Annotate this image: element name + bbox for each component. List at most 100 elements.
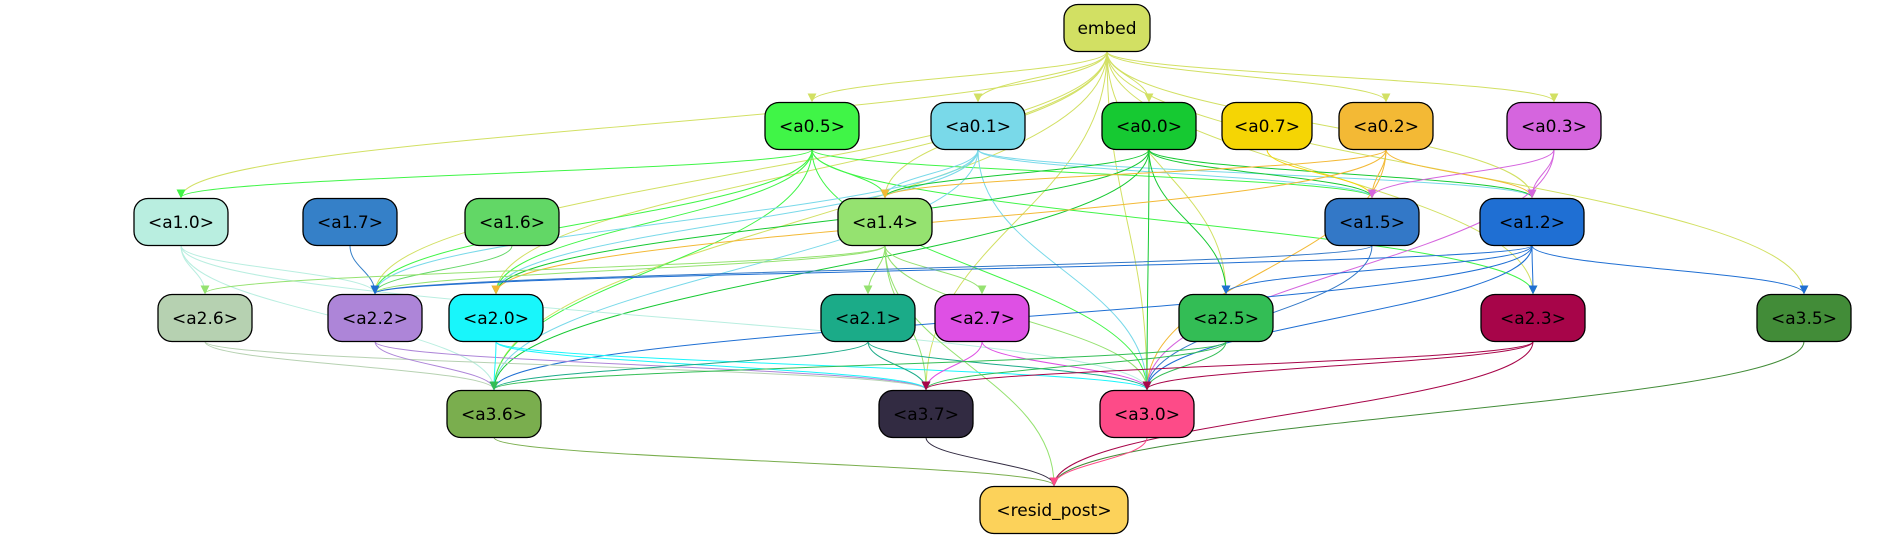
edge-a0-2-to-a2-0 [491, 149, 1387, 295]
node-box [327, 293, 423, 343]
edge-a0-5-to-a3-6 [489, 149, 813, 391]
node-a1-7[interactable]: <a1.7> [302, 197, 398, 247]
edge-embed-to-a1-0 [176, 51, 1108, 199]
node-a3-6[interactable]: <a3.6> [446, 389, 542, 439]
node-label: <a1.5> [1339, 213, 1405, 233]
node-a1-2[interactable]: <a1.2> [1479, 197, 1585, 247]
node-resid-post[interactable]: <resid_post> [979, 485, 1129, 535]
edge-a1-0-to-a2-2 [180, 245, 380, 295]
edge-a1-7-to-a2-2 [349, 245, 380, 295]
edge-a3-7-to-resid-post [925, 437, 1059, 487]
edge-a1-4-to-a2-6 [200, 245, 886, 295]
edge-a1-2-to-a3-0 [1142, 245, 1533, 391]
node-label: <a0.5> [779, 117, 845, 137]
edge-a2-6-to-a3-6 [204, 341, 499, 391]
node-box [1338, 101, 1434, 151]
nodes-layer: embed <a0.5> <a0.1> <a0.0> <a0.7> <a0.2> <a0.3… [133, 3, 1852, 535]
edge-a2-2-to-a3-7 [374, 341, 931, 391]
edge-embed-to-a1-2 [1106, 51, 1537, 199]
node-a3-5[interactable]: <a3.5> [1756, 293, 1852, 343]
edge-a0-5-to-a2-0 [491, 149, 813, 295]
node-box [979, 485, 1129, 535]
edge-embed-to-a2-0 [491, 51, 1108, 295]
node-a1-5[interactable]: <a1.5> [1324, 197, 1420, 247]
edge-a0-0-to-a2-5 [1148, 149, 1231, 295]
edge-a1-2-to-a2-2 [370, 245, 1533, 295]
node-box [448, 293, 544, 343]
edge-embed-to-a0-5 [807, 51, 1108, 103]
node-a2-1[interactable]: <a2.1> [820, 293, 916, 343]
node-label: <a2.2> [342, 309, 408, 329]
node-label: <a3.7> [893, 405, 959, 425]
edge-a1-2-to-a2-5 [1221, 245, 1533, 295]
node-label: <a3.6> [461, 405, 527, 425]
node-box [930, 101, 1026, 151]
node-a0-3[interactable]: <a0.3> [1506, 101, 1602, 151]
edge-a0-1-to-a1-5 [977, 149, 1377, 199]
node-a2-3[interactable]: <a2.3> [1480, 293, 1586, 343]
node-a0-1[interactable]: <a0.1> [930, 101, 1026, 151]
edge-a2-3-to-a3-7 [921, 341, 1534, 391]
node-box [133, 197, 229, 247]
edge-a0-2-to-a1-2 [1385, 149, 1537, 199]
edge-a2-5-to-a3-6 [489, 341, 1227, 391]
edge-a0-1-to-a2-0 [491, 149, 979, 295]
node-a0-7[interactable]: <a0.7> [1221, 101, 1313, 151]
node-label: <a1.4> [852, 213, 918, 233]
node-a1-4[interactable]: <a1.4> [837, 197, 933, 247]
edge-a2-0-to-a3-7 [495, 341, 931, 391]
node-box [878, 389, 974, 439]
node-a2-0[interactable]: <a2.0> [448, 293, 544, 343]
node-label: <a0.0> [1116, 117, 1182, 137]
edge-a0-5-to-a1-5 [811, 149, 1377, 199]
node-box [1063, 3, 1151, 53]
node-a1-6[interactable]: <a1.6> [464, 197, 560, 247]
edge-a2-3-to-a3-0 [1142, 341, 1534, 391]
node-a2-2[interactable]: <a2.2> [327, 293, 423, 343]
edge-a0-1-to-a2-2 [370, 149, 979, 295]
edge-a0-3-to-a1-5 [1367, 149, 1555, 199]
node-box [934, 293, 1030, 343]
edge-a0-0-to-a3-6 [489, 149, 1150, 391]
edge-a0-0-to-a3-0 [1142, 149, 1152, 391]
edge-a2-1-to-a3-6 [489, 341, 869, 391]
node-a2-5[interactable]: <a2.5> [1178, 293, 1274, 343]
node-box [837, 197, 933, 247]
node-a0-2[interactable]: <a0.2> [1338, 101, 1434, 151]
node-box [446, 389, 542, 439]
edge-a0-1-to-a3-0 [977, 149, 1152, 391]
node-a0-5[interactable]: <a0.5> [764, 101, 860, 151]
node-label: <a1.2> [1499, 213, 1565, 233]
node-label: <a2.7> [949, 309, 1015, 329]
node-box [1480, 293, 1586, 343]
node-box [1178, 293, 1274, 343]
node-label: <a2.3> [1500, 309, 1566, 329]
node-a2-6[interactable]: <a2.6> [157, 293, 253, 343]
node-label: <a3.0> [1114, 405, 1180, 425]
node-embed[interactable]: embed [1063, 3, 1151, 53]
edge-embed-to-a0-1 [973, 51, 1108, 103]
edge-a2-0-to-a3-0 [495, 341, 1152, 391]
node-box [1506, 101, 1602, 151]
node-label: <a0.2> [1353, 117, 1419, 137]
node-a2-7[interactable]: <a2.7> [934, 293, 1030, 343]
node-a3-0[interactable]: <a3.0> [1099, 389, 1195, 439]
edge-a1-0-to-a2-6 [180, 245, 210, 295]
edge-a1-4-to-a2-2 [370, 245, 886, 295]
node-a1-0[interactable]: <a1.0> [133, 197, 229, 247]
node-box [820, 293, 916, 343]
node-box [1479, 197, 1585, 247]
edge-a0-1-to-a1-2 [977, 149, 1537, 199]
node-a0-0[interactable]: <a0.0> [1101, 101, 1197, 151]
edge-a1-2-to-a3-5 [1531, 245, 1809, 295]
node-label: <a0.3> [1521, 117, 1587, 137]
edge-a1-6-to-a2-2 [370, 245, 513, 295]
node-label: <a0.7> [1234, 117, 1300, 137]
node-a3-7[interactable]: <a3.7> [878, 389, 974, 439]
node-box [1099, 389, 1195, 439]
edge-embed-to-a0-2 [1106, 51, 1391, 103]
edge-a2-7-to-a3-0 [981, 341, 1152, 391]
node-label: <a1.0> [148, 213, 214, 233]
